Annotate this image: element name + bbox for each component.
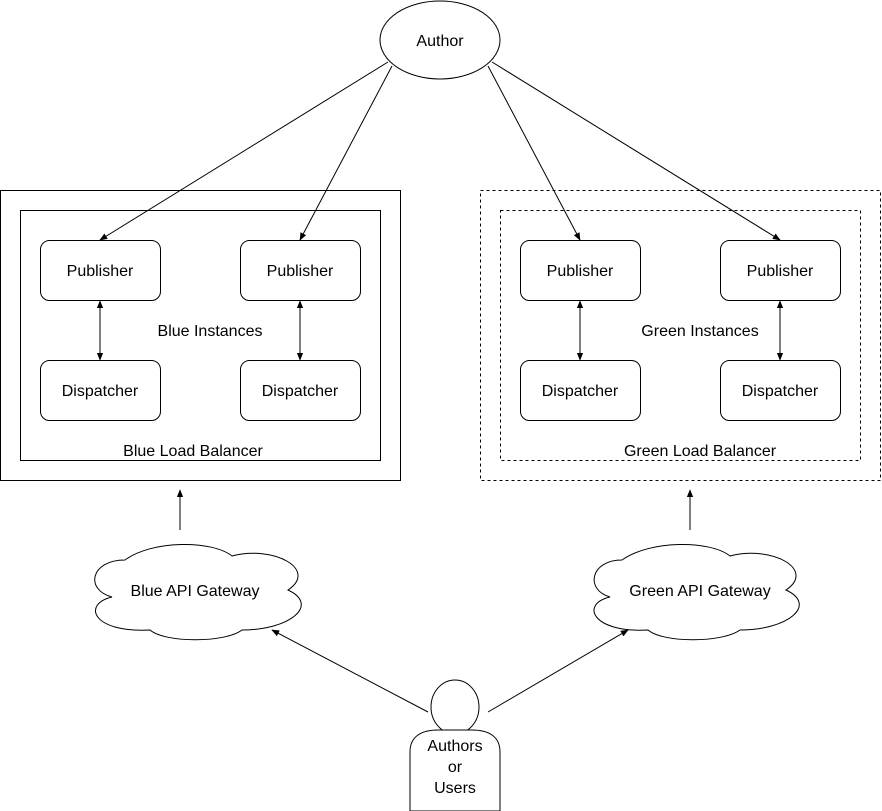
author-label: Author bbox=[416, 33, 464, 50]
blue-right-publisher-label: Publisher bbox=[267, 263, 334, 280]
green-left-dispatcher-label: Dispatcher bbox=[542, 383, 619, 400]
blue-api-gateway-label: Blue API Gateway bbox=[131, 583, 260, 600]
users-label-line2: or bbox=[448, 759, 463, 776]
users-label-line3: Users bbox=[434, 780, 476, 797]
author-to-blue-left-publisher-arrow bbox=[99, 61, 389, 241]
green-right-publisher-label: Publisher bbox=[747, 263, 814, 280]
author-to-blue-right-publisher-arrow bbox=[299, 65, 393, 241]
green-instances-label: Green Instances bbox=[641, 323, 758, 340]
green-left-publisher-label: Publisher bbox=[547, 263, 614, 280]
blue-load-balancer-label: Blue Load Balancer bbox=[123, 443, 263, 460]
blue-left-publisher-label: Publisher bbox=[67, 263, 134, 280]
users-to-blue-gateway-arrow bbox=[271, 629, 429, 713]
author-to-green-right-publisher-arrow bbox=[491, 61, 781, 241]
users-to-green-gateway-arrow bbox=[487, 629, 629, 713]
green-right-dispatcher-label: Dispatcher bbox=[742, 383, 819, 400]
blue-left-dispatcher-label: Dispatcher bbox=[62, 383, 139, 400]
green-load-balancer-label: Green Load Balancer bbox=[624, 443, 777, 460]
blue-api-gateway-cloud bbox=[94, 543, 302, 641]
author-to-green-left-publisher-arrow bbox=[487, 65, 581, 241]
blue-right-dispatcher-label: Dispatcher bbox=[262, 383, 339, 400]
users-actor-icon bbox=[409, 679, 501, 811]
blue-instances-label: Blue Instances bbox=[158, 323, 263, 340]
green-api-gateway-label: Green API Gateway bbox=[629, 583, 770, 600]
users-label-line1: Authors bbox=[427, 738, 482, 755]
author-node bbox=[379, 0, 501, 80]
green-api-gateway-cloud bbox=[593, 543, 800, 641]
